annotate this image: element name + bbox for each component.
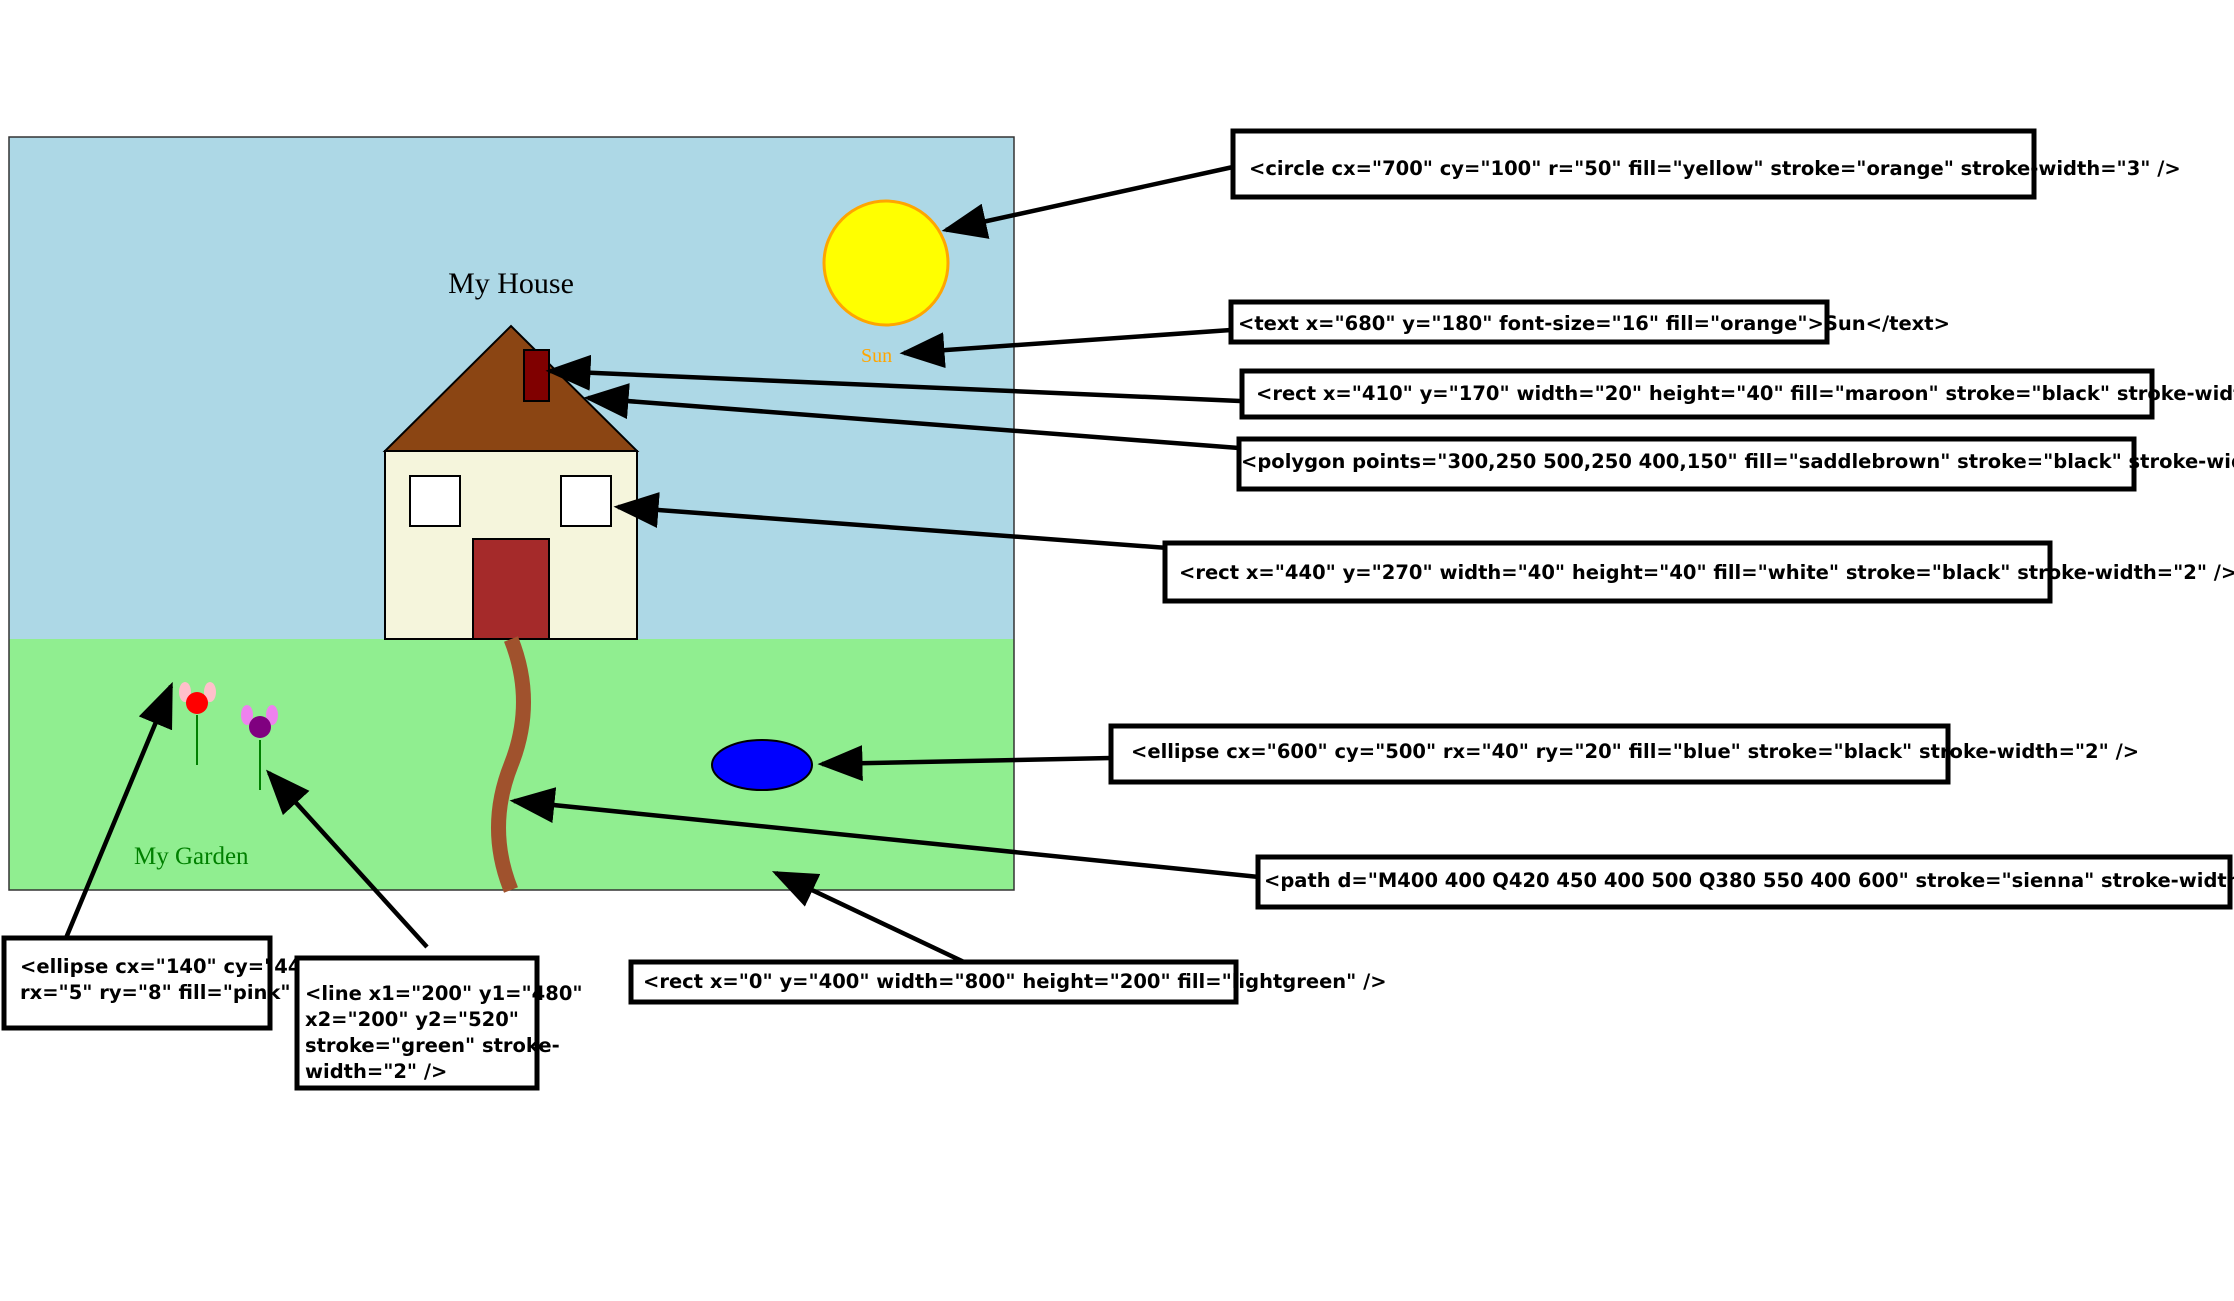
annotation-text: width="2" /> <box>305 1060 447 1083</box>
annotation-text: x2="200" y2="520" <box>305 1008 519 1031</box>
right-window <box>560 475 612 527</box>
sun-circle <box>822 199 950 327</box>
annotation-text: <circle cx="700" cy="100" r="50" fill="y… <box>1249 157 2181 180</box>
arrow-grass <box>771 870 965 965</box>
flower-red <box>179 682 216 765</box>
annotation-text: <polygon points="300,250 500,250 400,150… <box>1241 450 2234 473</box>
annotation-text: <rect x="440" y="270" width="40" height=… <box>1179 561 2234 584</box>
flower-head <box>186 692 208 714</box>
pond-ellipse <box>711 739 813 791</box>
arrow-sun-text <box>899 327 1232 369</box>
arrow-window <box>613 492 1169 551</box>
annotation-text: stroke="green" stroke- <box>305 1034 560 1057</box>
annotation-chimney: <rect x="410" y="170" width="20" height=… <box>1239 368 2234 420</box>
arrow-sun-circle <box>941 164 1234 239</box>
annotation-petal: <ellipse cx="140" cy="440" rx="5" ry="8"… <box>1 935 325 1031</box>
flower-head <box>249 716 271 738</box>
garden-label: My Garden <box>134 843 249 870</box>
annotation-text: <line x1="200" y1="480" <box>305 982 583 1005</box>
annotation-text: <ellipse cx="140" cy="440" <box>20 955 325 978</box>
sun-label: Sun <box>861 345 892 367</box>
annotation-stem: <line x1="200" y1="480" x2="200" y2="520… <box>294 955 583 1091</box>
flower-petal <box>204 682 216 702</box>
flower-purple <box>241 705 278 790</box>
scene: Sun My House My Garden <box>8 136 1015 893</box>
annotation-text: <path d="M400 400 Q420 450 400 500 Q380 … <box>1264 869 2234 892</box>
door-rect <box>472 538 550 640</box>
annotation-sun-text: <text x="680" y="180" font-size="16" fil… <box>1228 299 1950 345</box>
annotation-roof: <polygon points="300,250 500,250 400,150… <box>1236 436 2234 492</box>
arrow-roof <box>583 383 1240 451</box>
annotation-grass: <rect x="0" y="400" width="800" height="… <box>628 959 1387 1005</box>
left-window <box>409 475 461 527</box>
annotation-boxes: <circle cx="700" cy="100" r="50" fill="y… <box>1 128 2234 1091</box>
scene-border <box>8 136 1015 891</box>
arrow-pond <box>817 745 1112 782</box>
arrow-path <box>509 787 1260 880</box>
arrows <box>63 164 1260 965</box>
flower-petal <box>266 705 278 725</box>
annotation-text: <text x="680" y="180" font-size="16" fil… <box>1238 312 1950 335</box>
garden-path <box>491 636 531 893</box>
arrow-chimney <box>545 354 1241 404</box>
scene-title: My House <box>448 267 574 300</box>
annotation-path: <path d="M400 400 Q420 450 400 500 Q380 … <box>1255 854 2234 910</box>
annotation-text: <ellipse cx="600" cy="500" rx="40" ry="2… <box>1131 740 2139 763</box>
chimney-rect <box>523 349 550 402</box>
annotation-text: rx="5" ry="8" fill="pink" /> <box>20 981 321 1004</box>
annotation-text: <rect x="0" y="400" width="800" height="… <box>643 970 1387 993</box>
flower-petal <box>241 705 253 725</box>
annotation-sun-circle: <circle cx="700" cy="100" r="50" fill="y… <box>1230 128 2181 200</box>
annotation-text: <rect x="410" y="170" width="20" height=… <box>1256 382 2234 405</box>
annotation-window: <rect x="440" y="270" width="40" height=… <box>1162 540 2234 604</box>
annotation-pond: <ellipse cx="600" cy="500" rx="40" ry="2… <box>1108 723 2139 785</box>
arrow-petal <box>63 681 174 939</box>
arrow-stem <box>265 769 429 949</box>
